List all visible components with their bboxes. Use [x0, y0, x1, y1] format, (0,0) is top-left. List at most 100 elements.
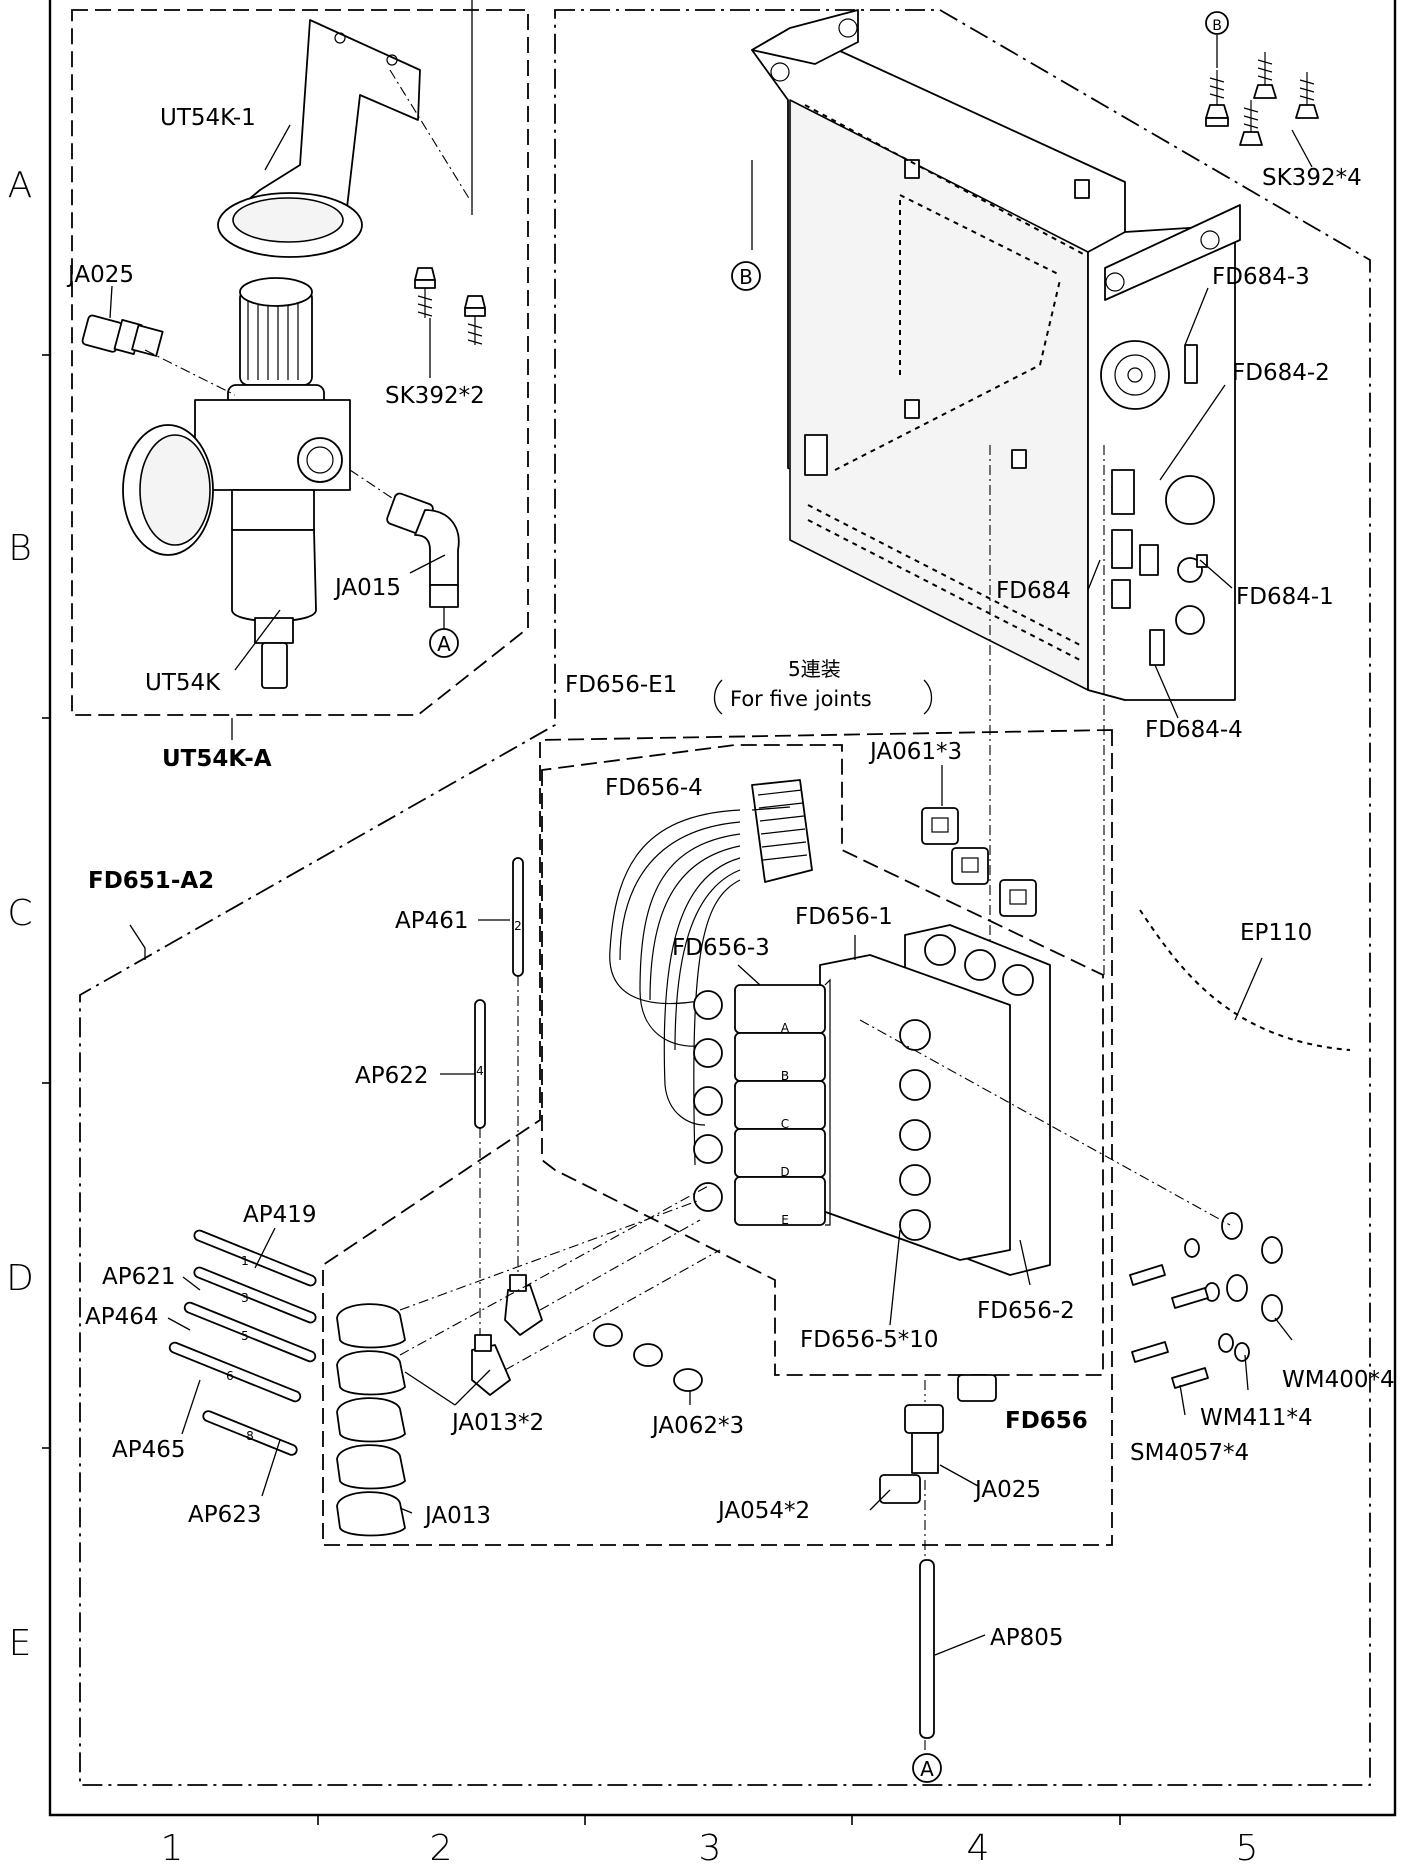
spiral-tube-ep110: [1139, 909, 1351, 1051]
label-ap465: AP465: [112, 1437, 186, 1463]
tube-mark: 5: [241, 1329, 249, 1343]
screws-sk392-2: [414, 267, 486, 345]
grid-col-label: 1: [161, 1828, 184, 1867]
screws-sk392-4: [1205, 52, 1319, 146]
filter-regulator-ut54k: [122, 277, 351, 689]
label-ja054-2: JA054*2: [716, 1498, 810, 1524]
fitting-ja025-top: [81, 314, 164, 357]
pipe-ap622: 4: [474, 999, 486, 1129]
svg-text:A: A: [920, 1757, 934, 1781]
label-ut54k: UT54K: [145, 670, 221, 696]
label-fd656-3: FD656-3: [672, 935, 770, 961]
wire-harness: [609, 809, 741, 1166]
tube-mark: 8: [246, 1429, 254, 1443]
label-fd656-1: FD656-1: [795, 904, 893, 930]
label-ap464: AP464: [85, 1304, 159, 1330]
label-fd684-3: FD684-3: [1212, 264, 1310, 290]
ref-b-screws: B: [1205, 11, 1229, 35]
tube-mark: 2: [514, 919, 522, 933]
fd656-outline: [322, 729, 1113, 1546]
ut54k-a-outline: [71, 9, 529, 716]
grid-row-labels: A B C D E: [6, 165, 34, 1664]
label-ap622: AP622: [355, 1063, 429, 1089]
fitting-ja025-bottom: [904, 1404, 944, 1474]
fitting-ja054: [879, 1374, 997, 1504]
ref-a-top: A: [429, 628, 459, 658]
grid-row-label: A: [8, 165, 33, 206]
group-outlines: [71, 9, 1371, 1786]
label-sk392-2: SK392*2: [385, 383, 485, 409]
elbow-fittings-ja013-2: [471, 1274, 543, 1396]
connector-fd656-4: [751, 779, 813, 883]
grid-row-label: E: [9, 1623, 32, 1664]
grid-col-label: 5: [1236, 1828, 1259, 1867]
label-ap623: AP623: [188, 1502, 262, 1528]
valve-letter: D: [780, 1165, 789, 1179]
valve-letter: B: [781, 1069, 789, 1083]
label-fd656-e1-note-jp: 5連装: [788, 657, 841, 681]
valve-letter: A: [781, 1021, 790, 1035]
label-fd651-a2: FD651-A2: [88, 868, 214, 894]
fd651-a2-outline: [79, 9, 1371, 1786]
label-fd656-2: FD656-2: [977, 1298, 1075, 1324]
label-ja025-bottom: JA025: [973, 1477, 1041, 1503]
svg-text:B: B: [739, 265, 753, 289]
label-ut54k-1: UT54K-1: [160, 105, 256, 131]
grid-col-label: 4: [967, 1828, 990, 1867]
pipe-ap461: 2: [512, 857, 524, 977]
ref-b-box: B: [731, 261, 761, 291]
fd656-e1-outline: [541, 744, 1104, 1376]
label-wm411-4: WM411*4: [1200, 1405, 1313, 1431]
label-wm400-4: WM400*4: [1282, 1367, 1395, 1393]
grid-row-label: C: [7, 893, 32, 934]
label-fd656-4: FD656-4: [605, 775, 703, 801]
pipe-ap465: 6: [168, 1341, 302, 1403]
label-fd656-5-10: FD656-5*10: [800, 1327, 939, 1353]
leader-lines: [109, 124, 1313, 1656]
pipe-ap621: 3: [193, 1266, 317, 1324]
label-ja013-2: JA013*2: [450, 1410, 544, 1436]
tube-mark: 6: [226, 1369, 234, 1383]
valve-letter: C: [781, 1117, 789, 1131]
grid-row-label: D: [6, 1258, 34, 1299]
grid-col-label: 3: [699, 1828, 722, 1867]
label-ap805: AP805: [990, 1625, 1064, 1651]
svg-text:A: A: [437, 632, 451, 656]
tube-mark: 4: [476, 1064, 484, 1078]
label-fd684: FD684: [996, 578, 1071, 604]
label-ap419: AP419: [243, 1202, 317, 1228]
pipe-ap623: 8: [202, 1410, 298, 1456]
bracket-ut54k-1: [217, 19, 421, 258]
label-ja062-3: JA062*3: [650, 1413, 744, 1439]
label-ap461: AP461: [395, 908, 469, 934]
valve-letter: E: [781, 1213, 789, 1227]
label-fd684-1: FD684-1: [1236, 584, 1334, 610]
grid-row-label: B: [8, 528, 32, 569]
grid-col-labels: 1 2 3 4 5: [161, 1828, 1259, 1867]
ref-a-bottom: A: [912, 1753, 942, 1783]
label-fd656-e1: FD656-E1: [565, 672, 677, 698]
label-fd684-4: FD684-4: [1145, 717, 1243, 743]
plugs-ja061-3: [921, 807, 1037, 917]
label-ja025-top: JA025: [66, 262, 134, 288]
label-ja013: JA013: [423, 1503, 491, 1529]
label-ja015: JA015: [333, 575, 401, 601]
svg-text:B: B: [1212, 18, 1222, 34]
elbow-ja015: [386, 492, 460, 608]
label-fd656: FD656: [1005, 1408, 1088, 1434]
pipe-ap464: 5: [183, 1301, 317, 1363]
label-ja061-3: JA061*3: [868, 739, 962, 765]
pipe-ap805: [919, 1559, 935, 1739]
elbow-fittings-ja013: [336, 1303, 406, 1537]
label-fd656-e1-note-en: For five joints: [730, 687, 872, 711]
label-fd684-2: FD684-2: [1232, 360, 1330, 386]
plugs-ja062-3: [593, 1323, 703, 1392]
base-plates: [819, 954, 1011, 1261]
washers-and-screws: [1129, 1212, 1283, 1389]
tube-mark: 3: [241, 1291, 249, 1305]
label-sk392-4: SK392*4: [1262, 165, 1362, 191]
drawing-frame: [42, 0, 1397, 1825]
part-labels: UT54K-1 JA025 SK392*2 JA015 UT54K UT54K-…: [66, 105, 1395, 1651]
control-box-fd684: [751, 9, 1241, 701]
